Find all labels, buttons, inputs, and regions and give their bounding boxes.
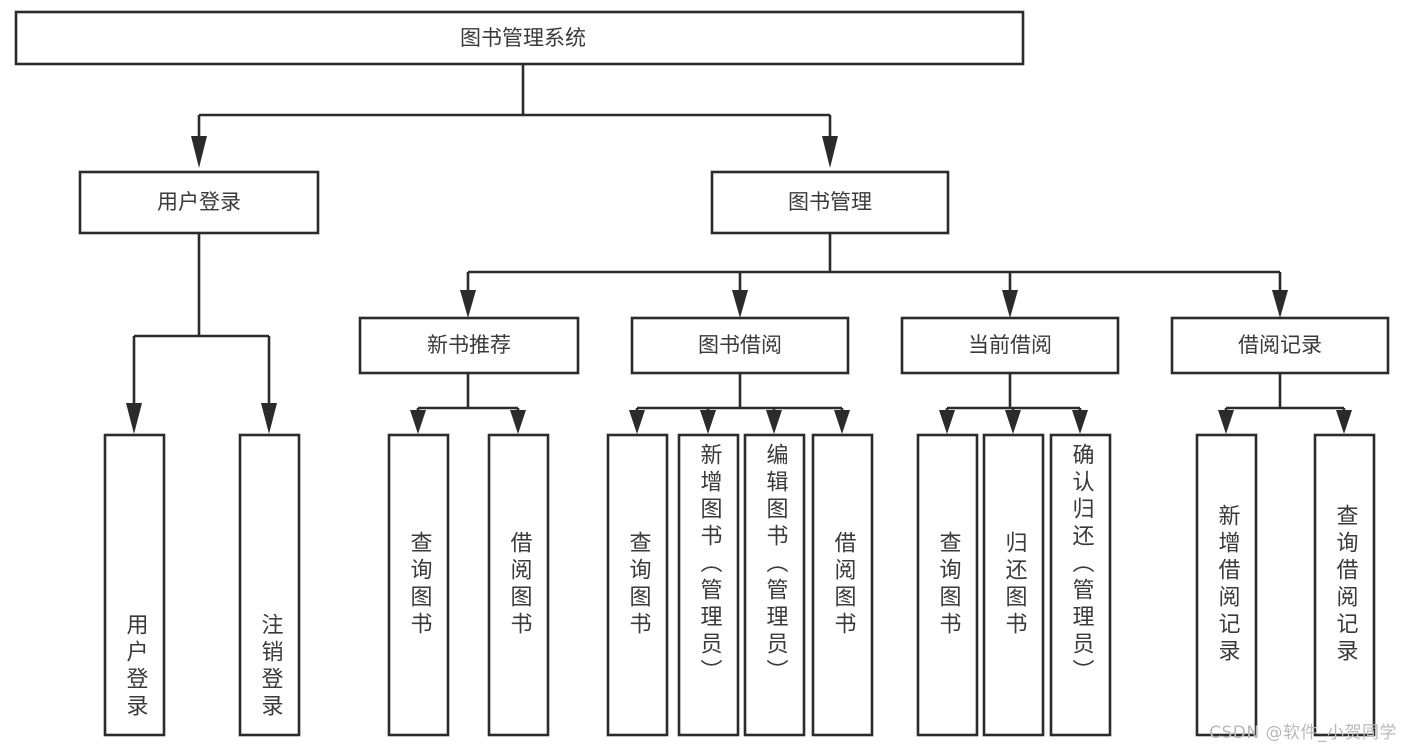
node-root-box[interactable] [14,10,1025,66]
arrowhead-borrow-record [1272,290,1288,318]
watermark-text: CSDN @软件_小贺同学 [1209,723,1397,743]
node-user-login-box[interactable] [78,170,320,235]
leaf-box-newbook-2[interactable] [487,433,550,737]
arrowhead-bookborrow-leaf-2 [700,410,716,434]
arrowhead-bookborrow-leaf-1 [629,410,645,434]
leaf-box-newbook-1[interactable] [387,433,450,737]
arrowhead-currentborrow-leaf-2 [1005,410,1021,434]
leaf-box-currentborrow-1[interactable] [916,433,979,737]
leaf-box-user-login-1[interactable] [103,433,166,737]
leaf-box-currentborrow-2[interactable] [982,433,1045,737]
arrowhead-currentborrow-leaf-3 [1072,410,1088,434]
node-current-borrow-label: 当前借阅 [968,333,1052,357]
node-user-login-label: 用户登录 [157,190,241,214]
node-current-borrow-box[interactable] [900,316,1120,375]
arrowhead-borrowrecord-leaf-1 [1218,410,1234,434]
leaf-box-currentborrow-3[interactable] [1049,433,1112,737]
node-user-login[interactable]: 用户登录 [78,170,320,235]
node-current-borrow[interactable]: 当前借阅 [900,316,1120,375]
node-new-book-recommend-label: 新书推荐 [427,333,511,357]
leaf-box-bookborrow-1[interactable] [606,433,669,737]
leaf-box-borrowrecord-1[interactable] [1195,433,1258,737]
arrowhead-leaf-logout [261,403,277,434]
arrowhead-currentborrow-leaf-1 [939,410,955,434]
arrowhead-current-borrow [1002,290,1018,318]
node-book-borrow-label: 图书借阅 [698,333,782,357]
node-borrow-record[interactable]: 借阅记录 [1170,316,1390,375]
node-book-borrow[interactable]: 图书借阅 [630,316,850,375]
arrowhead-new-book [460,290,476,318]
leaf-box-borrowrecord-2[interactable] [1313,433,1376,737]
node-book-manage-box[interactable] [710,170,950,235]
arrowhead-newbook-leaf-2 [510,410,526,434]
leaf-box-bookborrow-2[interactable] [677,433,740,737]
arrowhead-book-manage [822,136,838,168]
leaf-box-bookborrow-3[interactable] [743,433,806,737]
leaf-box-bookborrow-4[interactable] [811,433,874,737]
node-root-label: 图书管理系统 [460,26,586,50]
arrowhead-leaf-user-login [126,403,142,434]
arrowhead-bookborrow-leaf-3 [766,410,782,434]
leaf-box-user-login-2[interactable] [238,433,301,737]
arrowhead-user-login [191,136,207,168]
node-borrow-record-label: 借阅记录 [1238,333,1322,357]
node-new-book-recommend[interactable]: 新书推荐 [358,316,580,375]
arrowhead-book-borrow [732,290,748,318]
node-book-borrow-box[interactable] [630,316,850,375]
arrowhead-newbook-leaf-1 [410,410,426,434]
node-new-book-recommend-box[interactable] [358,316,580,375]
node-book-manage[interactable]: 图书管理 [710,170,950,235]
arrowhead-bookborrow-leaf-4 [834,410,850,434]
node-root[interactable]: 图书管理系统 [14,10,1025,66]
arrowhead-borrowrecord-leaf-2 [1336,410,1352,434]
node-borrow-record-box[interactable] [1170,316,1390,375]
node-book-manage-label: 图书管理 [788,190,872,214]
connectors-group [126,64,1352,434]
